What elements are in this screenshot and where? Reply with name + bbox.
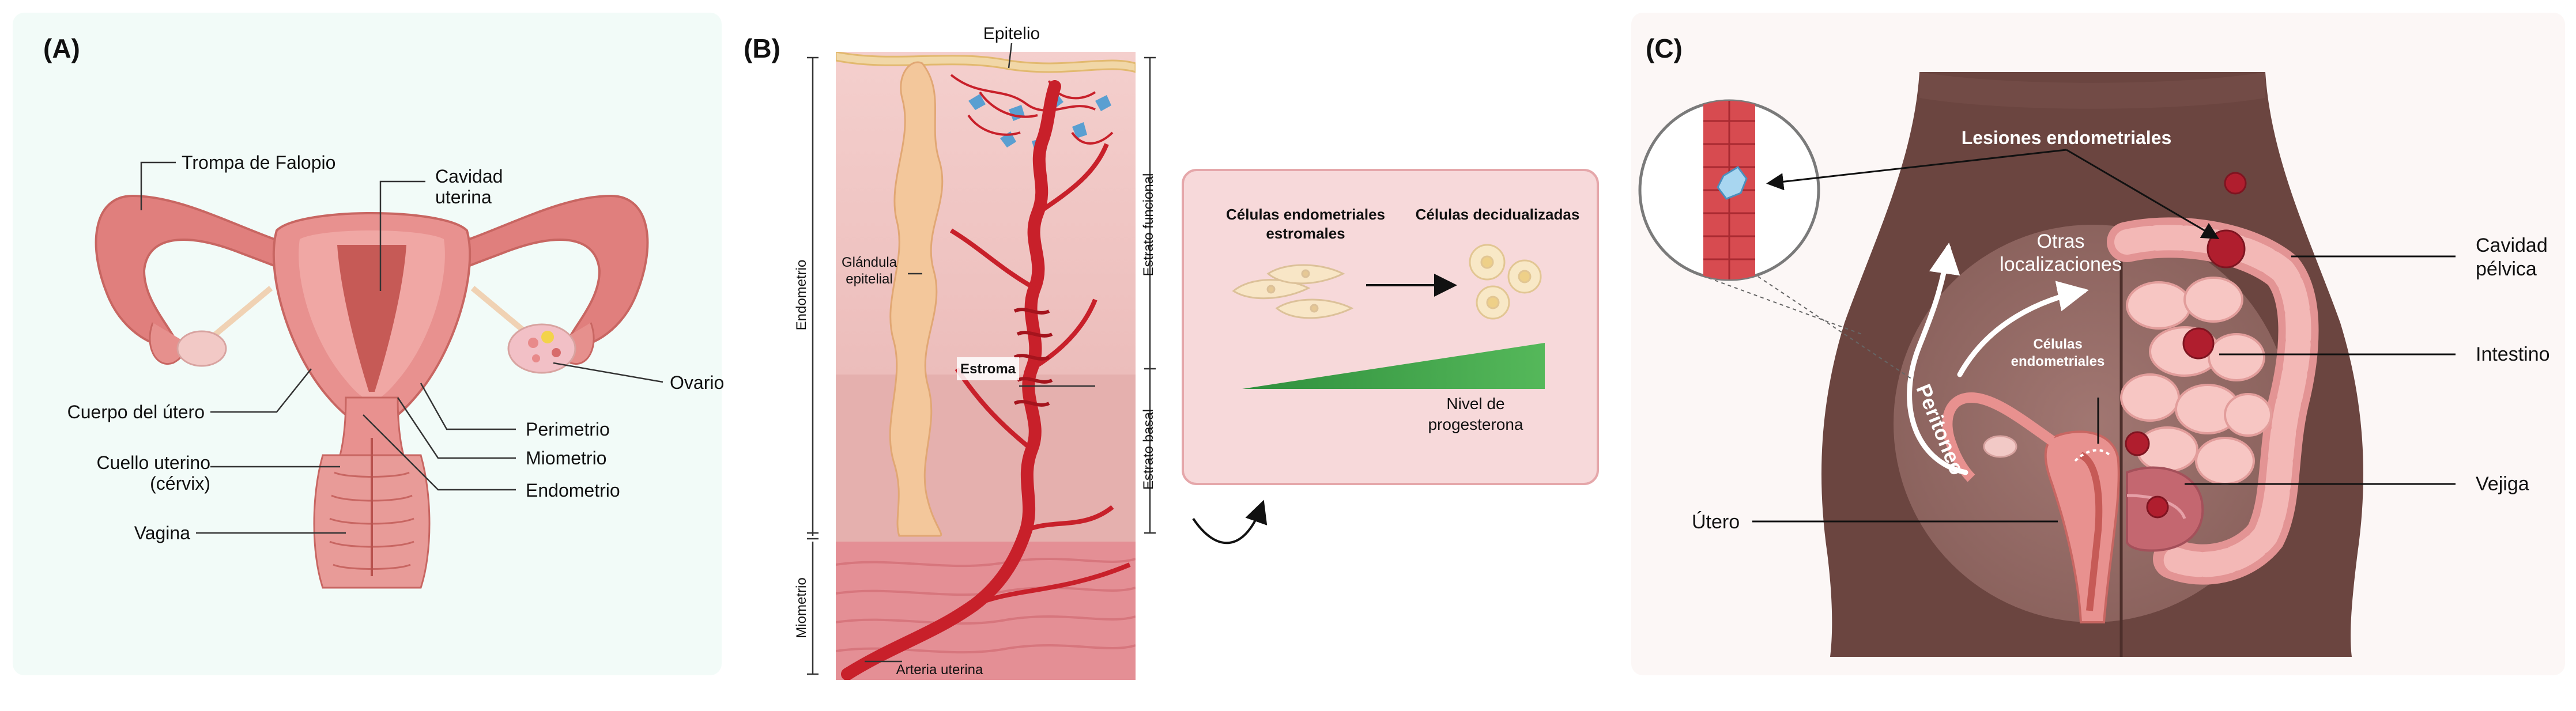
panel-c-leaders xyxy=(1752,149,2456,523)
label-uterus: Útero xyxy=(1692,511,1740,533)
label-cervix-line2: (cérvix) xyxy=(150,473,210,494)
pelvic-fallopian-tube xyxy=(1942,392,2055,482)
label-other-locations-line1: Otras xyxy=(2036,230,2084,252)
artery-branches xyxy=(949,143,1131,607)
ovary-follicle xyxy=(552,348,561,357)
spread-arrows xyxy=(1907,243,2089,475)
lesion xyxy=(2224,172,2247,195)
pelvic-uterus-cavity xyxy=(2079,452,2103,611)
label-cervix-line1: Cuello uterino xyxy=(97,452,210,473)
label-gland-line2: epitelial xyxy=(846,271,892,287)
panel-b-scale-brackets xyxy=(807,56,1156,675)
stromal-cells-icon xyxy=(1232,264,1354,319)
label-uterine-artery: Arteria uterina xyxy=(896,662,983,678)
panel-b-tag: (B) xyxy=(744,33,780,63)
inset-endometrial-cell xyxy=(1717,166,1748,200)
label-uterus-body: Cuerpo del útero xyxy=(67,402,205,422)
artery-coils xyxy=(1013,308,1053,407)
ovary-follicle xyxy=(541,331,554,343)
progesterone-wedge xyxy=(1242,343,1545,389)
inset-guide-line xyxy=(1688,270,1862,335)
ovary-follicle xyxy=(532,354,540,362)
endometrial-gland xyxy=(889,61,944,537)
axis-myometrium: Miometrio xyxy=(794,577,809,638)
label-ovary: Ovario xyxy=(670,372,724,393)
axis-functional-layer: Estrato funcional xyxy=(1141,173,1156,277)
arrow-to-cells xyxy=(1957,281,2089,377)
label-pelvic-cavity-line1: Cavidad xyxy=(2476,235,2548,256)
basal-layer xyxy=(836,375,1136,542)
label-progesterone-line2: progesterona xyxy=(1428,415,1523,433)
curved-pointer-arrow xyxy=(1192,500,1268,544)
label-endometrial-lesions: Lesiones endometriales xyxy=(1962,127,2172,148)
axis-basal-layer: Estrato basal xyxy=(1141,409,1156,490)
waist-shading xyxy=(1919,72,2265,109)
label-fallopian-tube: Trompa de Falopio xyxy=(182,152,335,173)
label-pelvic-cavity-line2: pélvica xyxy=(2476,258,2537,280)
label-stromal-cells-line1: Células endometriales xyxy=(1226,206,1385,223)
label-bladder: Vejiga xyxy=(2476,473,2529,495)
panel-a: (A) xyxy=(13,13,724,675)
uterus-illustration xyxy=(95,194,649,589)
label-endometrium: Endometrio xyxy=(526,480,620,501)
label-uterine-cavity-line1: Cavidad xyxy=(435,166,503,187)
small-intestine-loops xyxy=(2120,277,2272,485)
retrograde-flow xyxy=(2074,449,2111,462)
label-other-locations-line2: localizaciones xyxy=(2000,254,2122,275)
panel-c: (C) xyxy=(1631,13,2565,675)
epithelium-layer xyxy=(836,52,1136,73)
decidualization-box: Células endometriales estromales Células… xyxy=(1182,169,1599,485)
panel-b: (B) xyxy=(744,24,1599,680)
lesion xyxy=(2146,496,2169,519)
label-endometrial-cells-line1: Células xyxy=(2033,336,2082,352)
pelvic-ovary xyxy=(1983,435,2017,458)
pelvic-uterus xyxy=(1942,392,2120,623)
capillary-network xyxy=(950,74,1114,145)
panel-c-tag: (C) xyxy=(1646,33,1683,63)
label-vagina: Vagina xyxy=(134,523,190,543)
uterine-cavity-shape xyxy=(337,245,406,392)
label-perimetrium: Perimetrio xyxy=(526,419,610,440)
tissue-column xyxy=(836,52,1136,680)
panel-b-leaders xyxy=(865,43,1095,663)
left-ovary xyxy=(176,330,227,367)
label-intestine: Intestino xyxy=(2476,343,2550,365)
label-decidualized-cells: Células decidualizadas xyxy=(1416,206,1580,223)
inset-vessel xyxy=(1703,101,1755,279)
decidualized-cells-icon xyxy=(1469,244,1542,320)
lesion xyxy=(2125,431,2150,456)
label-endometrial-cells-line2: endometriales xyxy=(2011,354,2105,369)
label-myometrium: Miometrio xyxy=(526,448,606,468)
lesion xyxy=(2182,327,2215,360)
label-gland-line1: Glándula xyxy=(842,255,897,270)
pelvic-uterus-body xyxy=(2044,430,2120,623)
lesion xyxy=(2207,229,2246,268)
panel-a-tag: (A) xyxy=(43,33,80,63)
panel-a-leaders xyxy=(140,161,663,534)
axis-endometrium: Endometrio xyxy=(794,260,809,331)
ovary-follicle xyxy=(528,338,538,348)
label-stroma-bg xyxy=(957,357,1019,380)
label-epithelium: Epitelio xyxy=(983,24,1040,43)
label-progesterone-line1: Nivel de xyxy=(1446,395,1504,413)
arrow-other-locations xyxy=(1907,243,1968,475)
label-stroma: Estroma xyxy=(960,361,1016,377)
label-stromal-cells-line2: estromales xyxy=(1266,225,1345,242)
magnified-inset xyxy=(1638,99,1914,381)
label-uterine-cavity-line2: uterina xyxy=(435,187,492,207)
endometrial-lesions xyxy=(2125,172,2247,519)
right-ovary xyxy=(507,323,576,374)
